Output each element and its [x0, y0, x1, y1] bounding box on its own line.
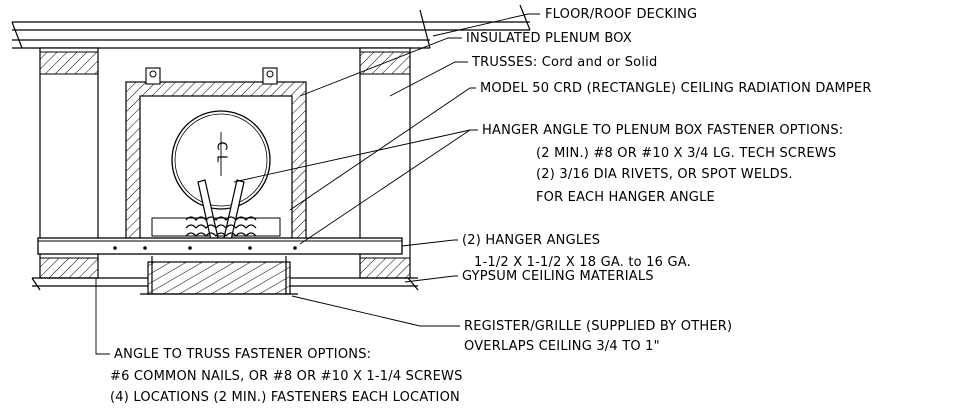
label-hanger-fastener-line3: FOR EACH HANGER ANGLE [536, 190, 715, 205]
floor-roof-decking [11, 4, 531, 49]
label-hanger-fastener-title: HANGER ANGLE TO PLENUM BOX FASTENER OPTI… [482, 123, 843, 138]
register-grille [140, 256, 298, 295]
gypsum-ceiling [31, 277, 419, 291]
label-hanger-fastener-line2: (2) 3/16 DIA RIVETS, OR SPOT WELDS. [536, 167, 793, 182]
callout-labels: FLOOR/ROOF DECKING INSULATED PLENUM BOX … [110, 7, 872, 405]
label-floor-roof-decking: FLOOR/ROOF DECKING [545, 7, 697, 22]
label-truss-fastener-title: ANGLE TO TRUSS FASTENER OPTIONS: [114, 347, 371, 362]
ceiling-radiation-damper: C L [171, 110, 271, 241]
label-insulated-plenum-box: INSULATED PLENUM BOX [466, 31, 632, 46]
label-register-line2: OVERLAPS CEILING 3/4 TO 1" [464, 339, 660, 354]
label-truss-fastener-line2: (4) LOCATIONS (2 MIN.) FASTENERS EACH LO… [110, 390, 460, 405]
hanger-angle-bar [37, 237, 403, 255]
plenum-hanger-tabs [145, 67, 278, 85]
label-hanger-fastener-line1: (2 MIN.) #8 OR #10 X 3/4 LG. TECH SCREWS [536, 146, 836, 161]
label-hanger-angles-size: 1-1/2 X 1-1/2 X 18 GA. to 16 GA. [474, 255, 691, 270]
leader-lines [95, 13, 540, 355]
label-hanger-angles-title: (2) HANGER ANGLES [462, 233, 600, 248]
label-damper-model: MODEL 50 CRD (RECTANGLE) CEILING RADIATI… [480, 81, 872, 96]
label-trusses: TRUSSES: Cord and or Solid [471, 55, 657, 70]
label-gypsum-ceiling: GYPSUM CEILING MATERIALS [462, 269, 654, 284]
label-truss-fastener-line1: #6 COMMON NAILS, OR #8 OR #10 X 1-1/4 SC… [110, 369, 463, 384]
label-register-line1: REGISTER/GRILLE (SUPPLIED BY OTHER) [464, 319, 732, 334]
